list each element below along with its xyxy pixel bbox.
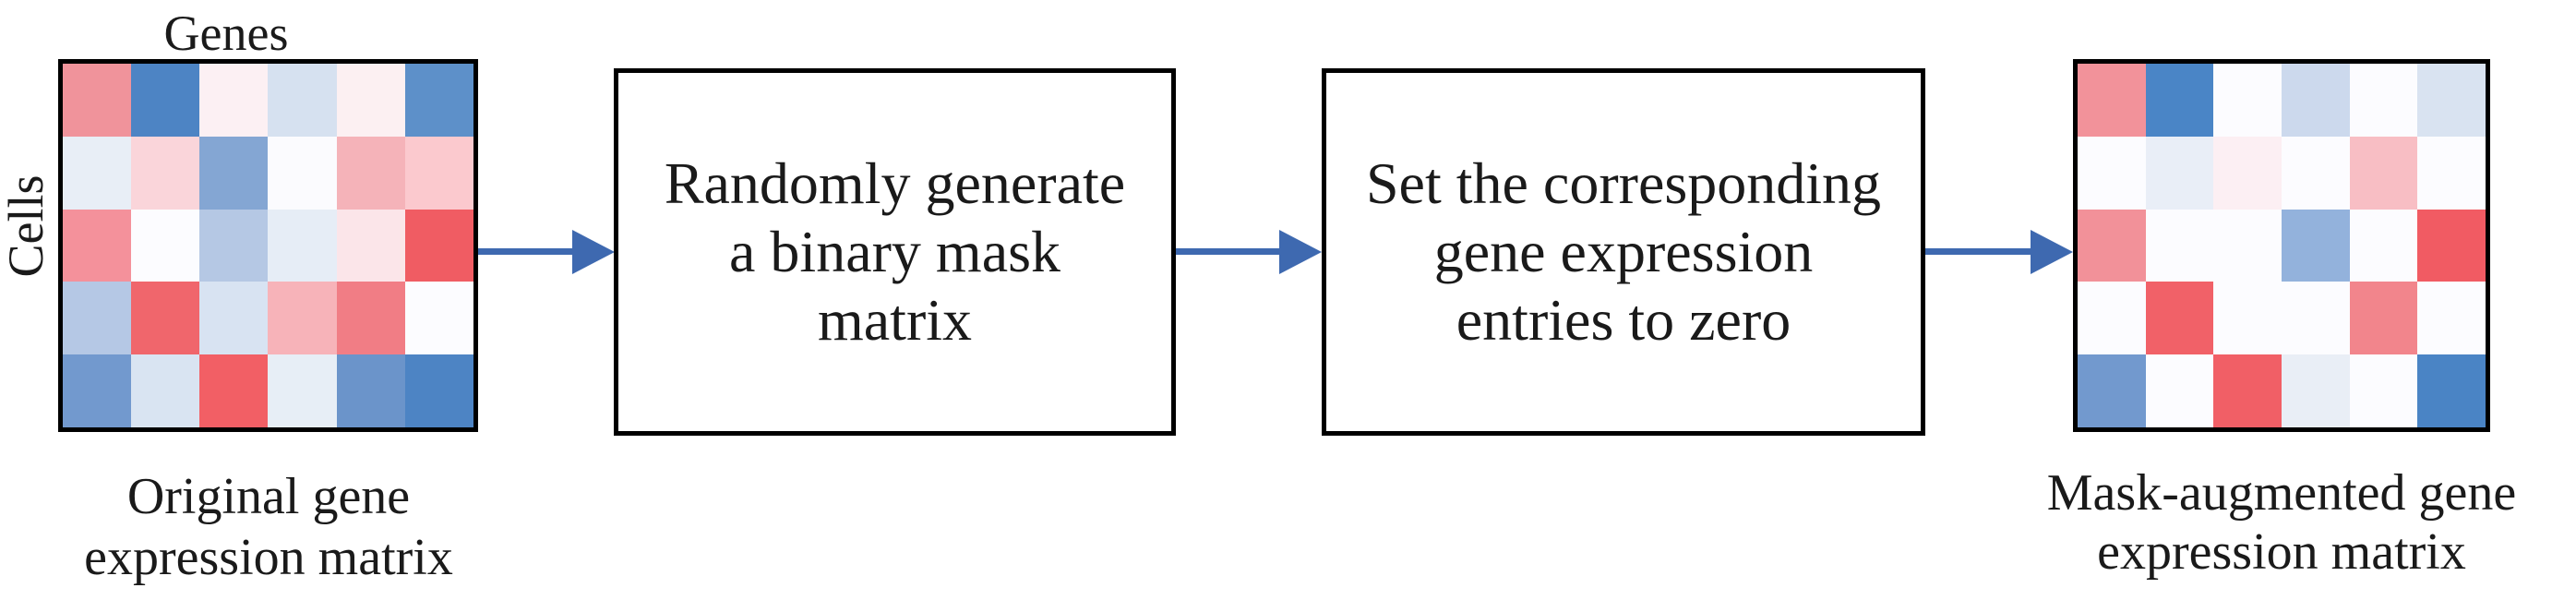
matrix-cell xyxy=(2417,64,2486,137)
matrix-cell xyxy=(199,209,269,282)
step-text-line: matrix xyxy=(817,287,973,353)
caption-line: Mask-augmented gene xyxy=(2046,464,2517,522)
matrix-cell xyxy=(404,209,473,282)
matrix-cell xyxy=(199,282,269,355)
matrix-cell xyxy=(268,354,337,427)
matrix-cell xyxy=(2078,354,2146,427)
original-expression-heatmap xyxy=(58,59,478,432)
arrow-head-icon xyxy=(572,230,615,274)
arrow-head-icon xyxy=(2031,230,2073,274)
caption-line: Original gene xyxy=(126,468,411,525)
matrix-cell xyxy=(63,64,132,137)
matrix-cell xyxy=(131,64,200,137)
original-matrix-caption: Original gene expression matrix xyxy=(84,466,453,588)
arrow-shaft xyxy=(1176,248,1281,255)
matrix-cell xyxy=(2349,136,2418,210)
matrix-cell xyxy=(268,282,337,355)
matrix-cell xyxy=(2213,136,2282,210)
matrix-cell xyxy=(2417,209,2486,282)
caption-line: expression matrix xyxy=(84,529,453,586)
matrix-cell xyxy=(268,64,337,137)
matrix-cell xyxy=(336,136,405,210)
matrix-cell xyxy=(2281,64,2350,137)
step-box-generate-mask: Randomly generate a binary mask matrix xyxy=(614,68,1176,436)
matrix-cell xyxy=(2281,354,2350,427)
matrix-cell xyxy=(63,354,132,427)
step-text-line: entries to zero xyxy=(1456,287,1791,353)
matrix-cell xyxy=(199,136,269,210)
matrix-cell xyxy=(2281,209,2350,282)
matrix-cell xyxy=(199,64,269,137)
step-text-line: Set the corresponding xyxy=(1365,150,1882,216)
matrix-cell xyxy=(2417,354,2486,427)
matrix-cell xyxy=(268,136,337,210)
matrix-cell xyxy=(2281,282,2350,355)
matrix-cell xyxy=(63,136,132,210)
matrix-cell xyxy=(404,64,473,137)
matrix-cell xyxy=(63,209,132,282)
step-text-line: gene expression xyxy=(1433,219,1814,284)
matrix-cell xyxy=(2078,282,2146,355)
matrix-cell xyxy=(2145,64,2214,137)
matrix-cell xyxy=(2417,136,2486,210)
matrix-cell xyxy=(336,282,405,355)
matrix-cell xyxy=(336,64,405,137)
matrix-cell xyxy=(336,354,405,427)
matrix-cell xyxy=(2281,136,2350,210)
mask-augmented-matrix-caption: Mask-augmented gene expression matrix xyxy=(2047,463,2516,582)
matrix-cell xyxy=(268,209,337,282)
step-box-set-zero: Set the corresponding gene expression en… xyxy=(1322,68,1925,436)
matrix-cell xyxy=(2078,209,2146,282)
arrow-shaft xyxy=(1925,248,2032,255)
matrix-cell xyxy=(2078,136,2146,210)
genes-axis-label: Genes xyxy=(163,6,289,61)
matrix-cell xyxy=(131,354,200,427)
matrix-cell xyxy=(2213,64,2282,137)
arrow-head-icon xyxy=(1279,230,1322,274)
mask-augmented-expression-heatmap xyxy=(2073,59,2490,432)
matrix-cell xyxy=(2145,282,2214,355)
matrix-cell xyxy=(131,136,200,210)
arrow-shaft xyxy=(478,248,574,255)
matrix-cell xyxy=(131,282,200,355)
matrix-cell xyxy=(2145,354,2214,427)
caption-line: expression matrix xyxy=(2097,523,2466,581)
matrix-cell xyxy=(131,209,200,282)
matrix-cell xyxy=(2145,136,2214,210)
matrix-cell xyxy=(63,282,132,355)
matrix-cell xyxy=(404,282,473,355)
matrix-cell xyxy=(2213,209,2282,282)
step-text-line: Randomly generate xyxy=(664,150,1126,216)
matrix-cell xyxy=(2417,282,2486,355)
matrix-cell xyxy=(199,354,269,427)
matrix-cell xyxy=(2145,209,2214,282)
matrix-cell xyxy=(404,354,473,427)
matrix-cell xyxy=(2349,282,2418,355)
matrix-cell xyxy=(2078,64,2146,137)
matrix-cell xyxy=(2349,354,2418,427)
matrix-cell xyxy=(404,136,473,210)
matrix-cell xyxy=(2349,64,2418,137)
matrix-cell xyxy=(336,209,405,282)
matrix-cell xyxy=(2213,282,2282,355)
step-text-line: a binary mask xyxy=(729,219,1060,284)
matrix-cell xyxy=(2213,354,2282,427)
cells-axis-label: Cells xyxy=(0,174,54,278)
matrix-cell xyxy=(2349,209,2418,282)
